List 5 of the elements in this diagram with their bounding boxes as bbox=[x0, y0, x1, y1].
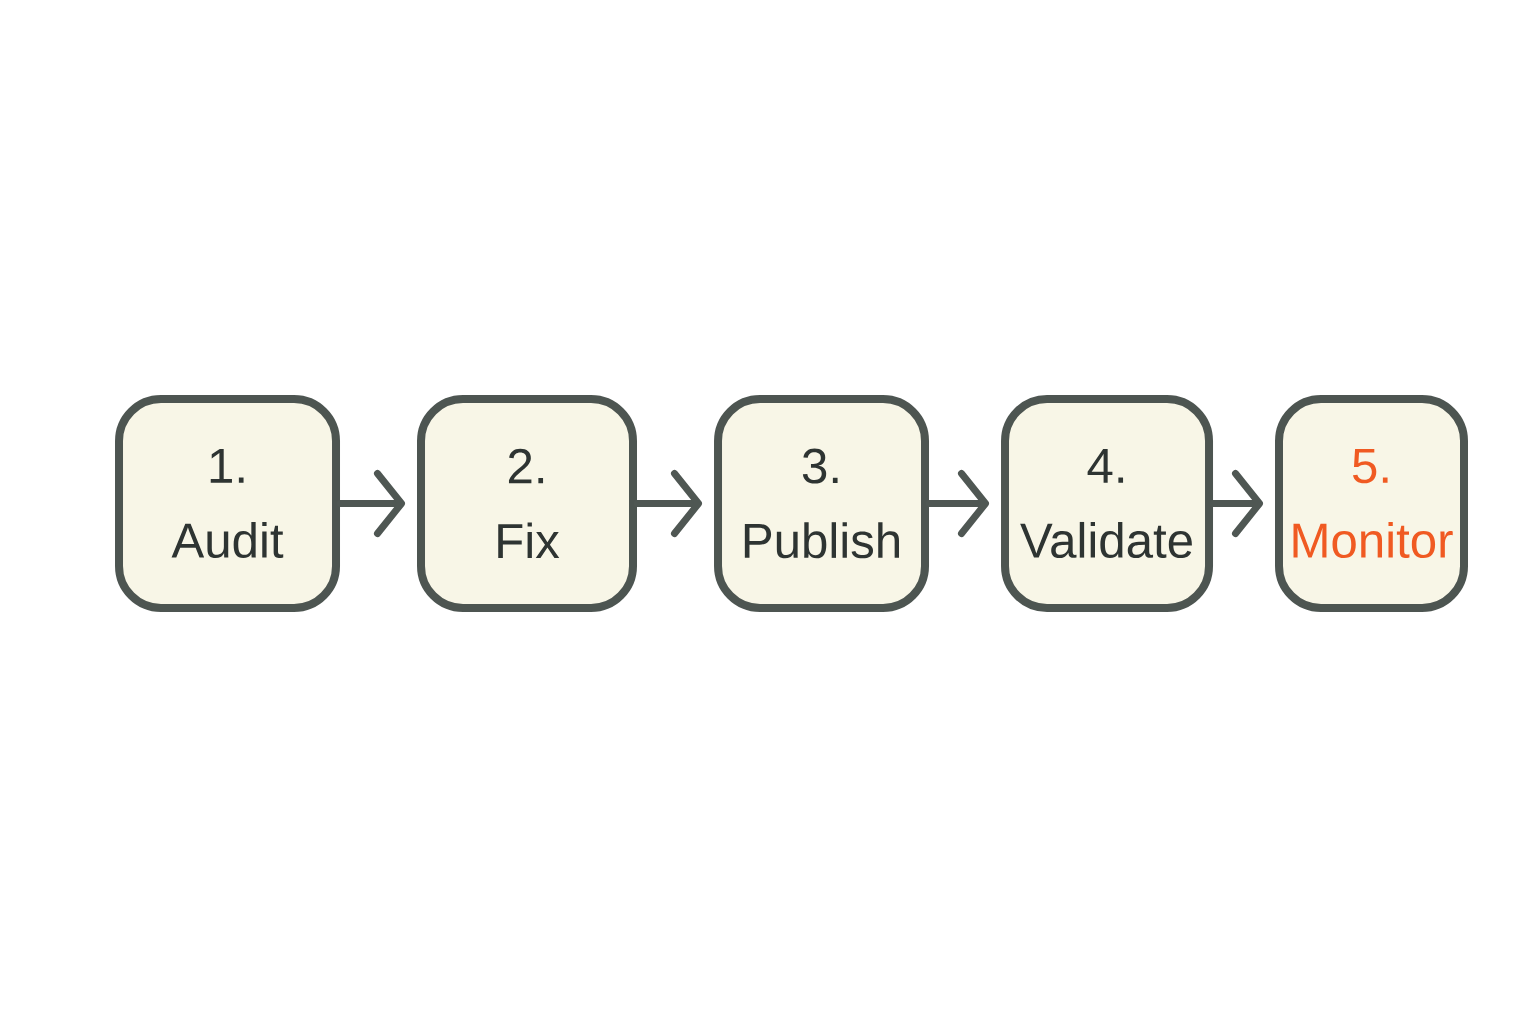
step-box: 3. Publish bbox=[714, 395, 929, 612]
step-box: 2. Fix bbox=[417, 395, 637, 612]
step-box: 1. Audit bbox=[115, 395, 340, 612]
step-box: 5. Monitor bbox=[1275, 395, 1468, 612]
step-box: 4. Validate bbox=[1001, 395, 1213, 612]
